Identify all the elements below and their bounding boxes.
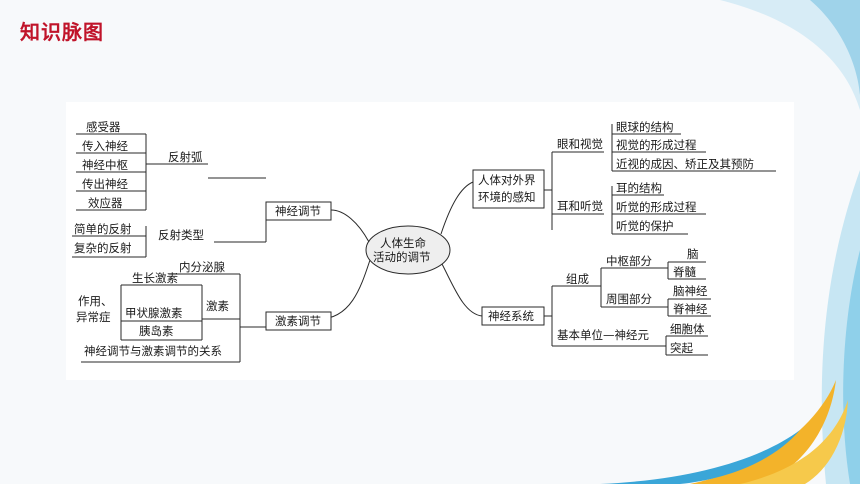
hormone-label: 激素 xyxy=(206,299,229,313)
basic-unit-label: 基本单位—神经元 xyxy=(557,328,649,342)
page-title: 知识脉图 xyxy=(20,20,104,44)
reflex-arc-item: 效应器 xyxy=(88,196,123,210)
reflex-type-item: 简单的反射 xyxy=(74,222,132,236)
eye-vision-label: 眼和视觉 xyxy=(557,137,603,151)
reflex-arc-item: 传入神经 xyxy=(82,139,128,153)
hormone-item: 生长激素 xyxy=(132,271,178,285)
eye-item: 眼球的结构 xyxy=(616,120,674,134)
hormone-item: 胰岛素 xyxy=(139,324,174,338)
eye-item: 近视的成因、矫正及其预防 xyxy=(616,157,754,171)
neuron-item: 突起 xyxy=(670,341,693,355)
ear-item: 听觉的形成过程 xyxy=(616,200,697,214)
peripheral-item: 脊神经 xyxy=(673,302,708,316)
mind-map-lines xyxy=(72,124,776,363)
reflex-arc-item: 传出神经 xyxy=(82,177,128,191)
reflex-arc-label: 反射弧 xyxy=(168,150,203,164)
mind-map-panel: 人体生命 活动的调节 神经调节 反射弧 感受器 传入神经 神经中枢 传出神经 效… xyxy=(66,102,794,380)
perception-node-line-2: 环境的感知 xyxy=(478,190,536,204)
peripheral-item: 脑神经 xyxy=(673,284,708,298)
center-node-line-1: 人体生命 xyxy=(380,236,426,250)
hormone-function-label: 异常症 xyxy=(76,310,111,324)
hormone-relation-label: 神经调节与激素调节的关系 xyxy=(84,344,222,358)
hormone-item: 甲状腺激素 xyxy=(125,306,183,320)
reflex-arc-item: 感受器 xyxy=(86,120,121,134)
hormone-function-label: 作用、 xyxy=(78,294,113,308)
center-node-line-2: 活动的调节 xyxy=(373,250,431,264)
reflex-type-item: 复杂的反射 xyxy=(74,241,132,255)
reflex-arc-item: 神经中枢 xyxy=(82,158,128,172)
peripheral-part-label: 周围部分 xyxy=(606,292,652,306)
perception-node-line-1: 人体对外界 xyxy=(478,173,536,187)
ear-item: 听觉的保护 xyxy=(616,219,674,233)
reflex-types-label: 反射类型 xyxy=(158,228,204,242)
central-item: 脊髓 xyxy=(673,265,696,279)
nervous-system-node: 神经系统 xyxy=(488,309,534,323)
ear-hearing-label: 耳和听觉 xyxy=(557,199,603,213)
central-part-label: 中枢部分 xyxy=(606,254,652,268)
central-item: 脑 xyxy=(687,247,699,261)
hormone-regulation-node: 激素调节 xyxy=(275,314,321,328)
nerve-regulation-node: 神经调节 xyxy=(275,204,321,218)
eye-item: 视觉的形成过程 xyxy=(616,138,697,152)
endocrine-gland-label: 内分泌腺 xyxy=(179,260,225,274)
ear-item: 耳的结构 xyxy=(616,181,662,195)
neuron-item: 细胞体 xyxy=(670,322,705,336)
composition-label: 组成 xyxy=(566,272,589,286)
